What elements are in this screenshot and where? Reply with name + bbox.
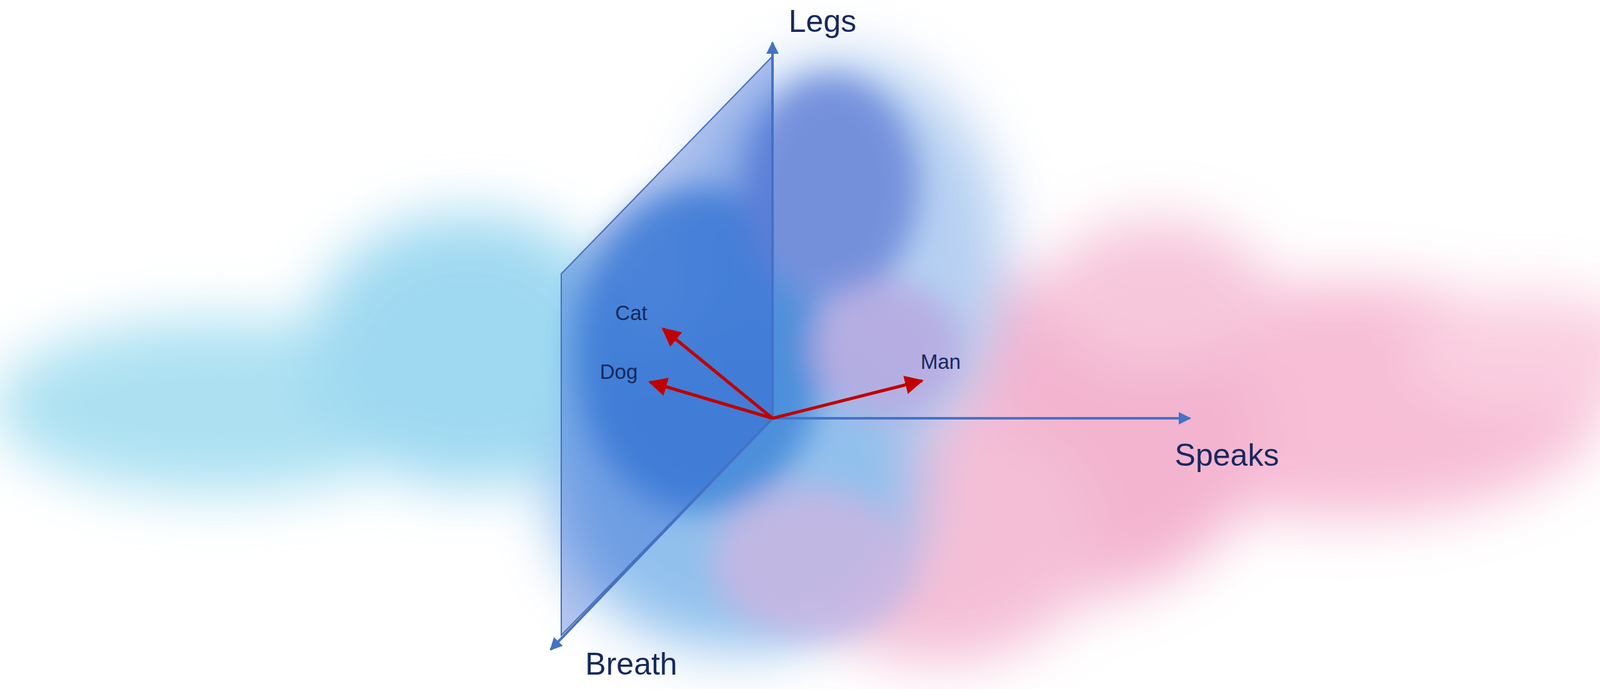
smoke-cloud (0, 56, 1600, 663)
word-label: Cat (615, 302, 647, 324)
axis-label: Legs (788, 5, 857, 37)
axis-label: Breath (585, 648, 677, 680)
cat-vector (663, 328, 773, 419)
axis-label: Speaks (1175, 439, 1280, 471)
axes (550, 42, 1190, 650)
breath-axis (550, 418, 773, 650)
legs-axis (771, 42, 774, 419)
word-vectors (650, 328, 922, 419)
word-label: Dog (600, 361, 639, 382)
speaks-axis (772, 416, 1190, 420)
man-vector (772, 380, 922, 419)
dog-vector (650, 381, 773, 419)
breath-legs-plane (561, 56, 773, 635)
word-label: Man (920, 351, 961, 372)
